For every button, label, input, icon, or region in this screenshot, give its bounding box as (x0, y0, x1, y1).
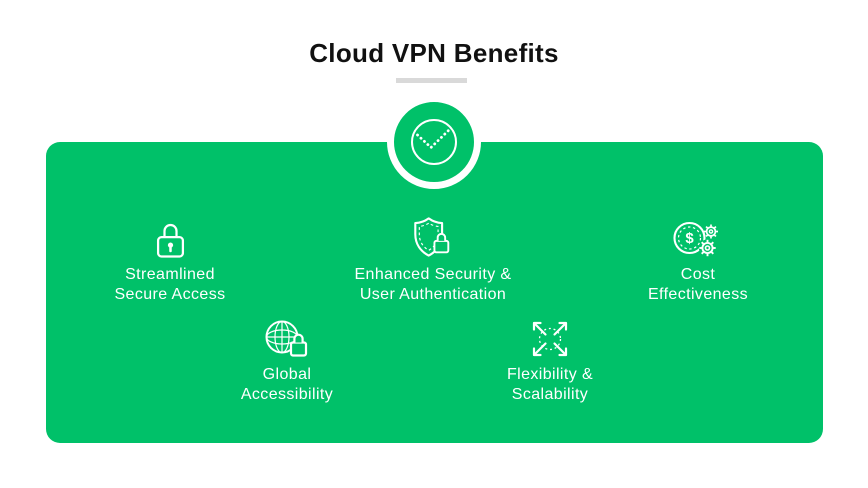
benefit-label-line1: Enhanced Security & (354, 266, 512, 283)
benefit-enhanced-security: Enhanced Security & User Authentication (313, 217, 553, 305)
benefit-global-accessibility: Global Accessibility (167, 318, 407, 405)
benefit-label-line1: Global (262, 366, 312, 383)
coin-gears-icon: $ (673, 218, 723, 260)
benefits-panel (46, 142, 823, 443)
title-underline-divider (396, 78, 467, 83)
benefit-label: Streamlined Secure Access (114, 265, 225, 305)
benefit-label-line1: Streamlined (125, 266, 215, 283)
benefit-streamlined-secure-access: Streamlined Secure Access (50, 218, 290, 305)
check-icon (394, 102, 474, 182)
benefit-label-line2: Effectiveness (647, 286, 749, 303)
benefit-label: Global Accessibility (241, 365, 333, 405)
check-badge (387, 95, 481, 189)
benefit-label-line2: User Authentication (359, 286, 507, 303)
shield-lock-icon (411, 217, 455, 260)
benefit-label-line2: Accessibility (240, 386, 334, 403)
benefit-cost-effectiveness: $ (578, 218, 818, 305)
expand-arrows-icon (529, 318, 571, 360)
benefit-label: Flexibility & Scalability (507, 365, 593, 405)
benefit-label: Enhanced Security & User Authentication (354, 265, 511, 305)
benefit-label-line2: Secure Access (114, 286, 226, 303)
benefit-label-line1: Flexibility & (506, 366, 594, 383)
benefit-label: Cost Effectiveness (648, 265, 748, 305)
benefit-label-line2: Scalability (511, 386, 589, 403)
benefit-flexibility-scalability: Flexibility & Scalability (430, 318, 670, 405)
dollar-sign: $ (685, 230, 694, 247)
padlock-icon (155, 218, 186, 260)
page-title: Cloud VPN Benefits (309, 38, 559, 68)
benefit-label-line1: Cost (680, 266, 716, 283)
globe-lock-icon (263, 318, 311, 360)
